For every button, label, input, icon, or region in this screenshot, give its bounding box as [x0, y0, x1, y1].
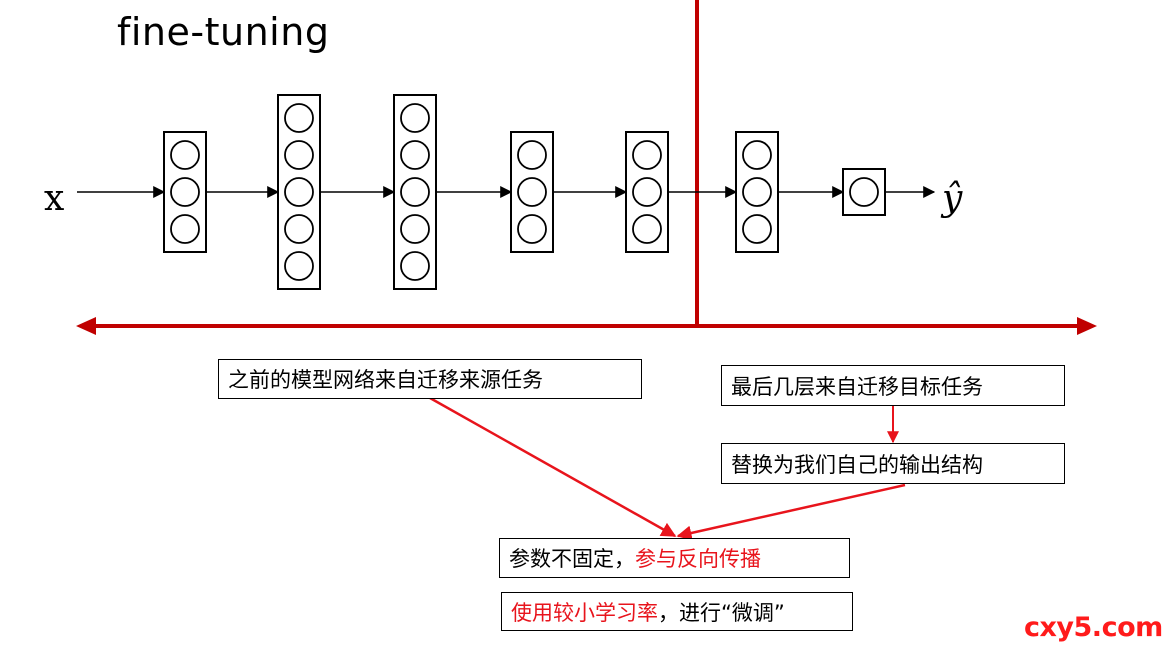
source-task-note: 之前的模型网络来自迁移来源任务	[218, 359, 642, 399]
span-arrow-left-head	[76, 317, 96, 335]
layer-2-neuron	[284, 251, 314, 281]
layer-1-neuron	[170, 214, 200, 244]
params-highlight-text: 参与反向传播	[635, 547, 761, 571]
params-note: 参数不固定，参与反向传播	[499, 538, 850, 578]
input-x-label: x	[44, 178, 65, 219]
layer-2-neuron	[284, 140, 314, 170]
target-task-note: 最后几层来自迁移目标任务	[721, 365, 1065, 406]
layer-2-neuron	[284, 177, 314, 207]
layer-3-neuron	[400, 103, 430, 133]
layer-1-neuron	[170, 177, 200, 207]
layer-4-neuron	[517, 177, 547, 207]
target-task-text: 最后几层来自迁移目标任务	[731, 374, 983, 399]
source-to-params-arrow	[429, 396, 677, 538]
output-y-hat-label: ŷ	[942, 178, 963, 219]
layer-5-neuron	[632, 214, 662, 244]
lr-suffix-text: ，进行“微调”	[658, 600, 785, 625]
span-arrow-right-head	[1077, 317, 1097, 335]
layer-6-neuron	[742, 214, 772, 244]
layer-5-neuron	[632, 140, 662, 170]
params-prefix-text: 参数不固定，	[509, 547, 635, 571]
layer-6-neuron	[742, 140, 772, 170]
layer-5-neuron	[632, 177, 662, 207]
layer-3-neuron	[400, 140, 430, 170]
layer-3-neuron	[400, 177, 430, 207]
watermark-logo: cxy5.com	[1024, 612, 1163, 643]
layer-3-neuron	[400, 251, 430, 281]
source-task-text: 之前的模型网络来自迁移来源任务	[228, 368, 543, 392]
layer-4-neuron	[517, 214, 547, 244]
layer-2-neuron	[284, 103, 314, 133]
layer-1-neuron	[170, 140, 200, 170]
layer-6-neuron	[742, 177, 772, 207]
lr-highlight-text: 使用较小学习率	[511, 600, 658, 625]
layer-4-neuron	[517, 140, 547, 170]
replace-output-note: 替换为我们自己的输出结构	[721, 443, 1065, 484]
page-title: fine-tuning	[117, 10, 330, 54]
network-layers	[163, 94, 886, 290]
replace-output-text: 替换为我们自己的输出结构	[731, 452, 983, 477]
layer-2-neuron	[284, 214, 314, 244]
replace-to-params-arrow	[676, 483, 906, 541]
learning-rate-note: 使用较小学习率，进行“微调”	[501, 592, 853, 631]
output-layer-neuron	[849, 177, 879, 207]
layer-3-neuron	[400, 214, 430, 244]
